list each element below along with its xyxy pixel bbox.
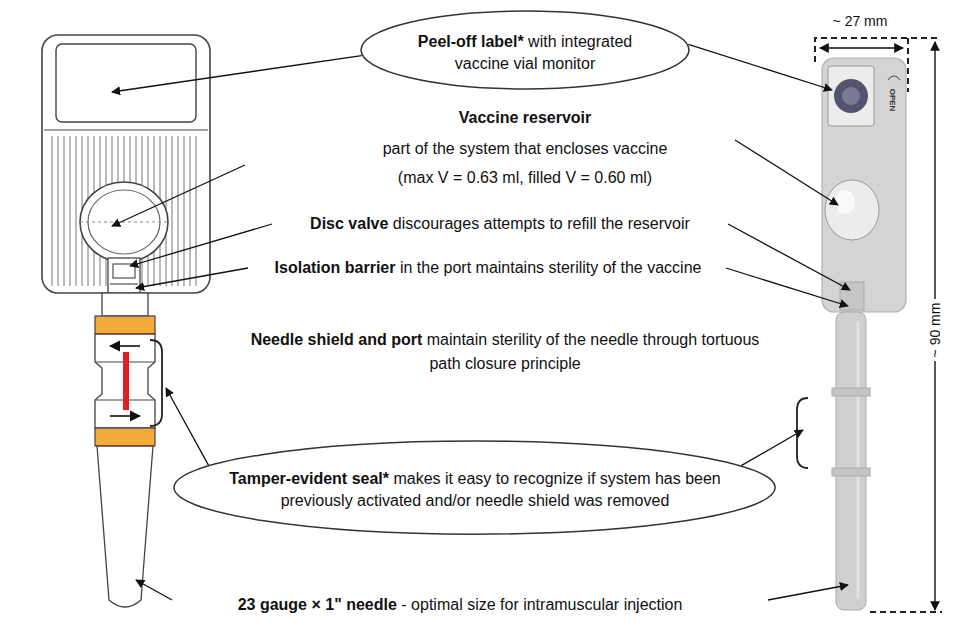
callout-text: part of the system that encloses vaccine (383, 140, 668, 157)
photo-reservoir (825, 180, 879, 240)
open-arrow (888, 76, 900, 80)
dimension-label: ~ 90 mm (927, 299, 943, 362)
neck (102, 293, 148, 316)
vial-monitor (834, 79, 868, 113)
callout-group: Disc valve discourages attempts to refill… (240, 212, 760, 236)
body-ribs (52, 136, 196, 286)
direction-arrow (110, 345, 140, 347)
leader-line (741, 430, 803, 466)
ellipse-border (361, 11, 689, 89)
leader-line (112, 165, 245, 226)
label-holder: OPEN (885, 40, 905, 160)
photo-collar (832, 468, 870, 476)
device-body (42, 35, 210, 293)
dimension-lines (815, 38, 942, 612)
leader-line (768, 585, 848, 600)
leader-line (136, 268, 248, 288)
label-holder: ~ 27 mm (800, 11, 920, 31)
callout-ellipse: Tamper-evident seal*makes it easy to rec… (173, 440, 776, 535)
device-drawing (42, 35, 210, 607)
photo-label-text: OPEN (888, 89, 897, 112)
dimension-dashes (907, 38, 909, 92)
stem-shine (857, 322, 860, 598)
dimension-arrow (820, 47, 903, 48)
body-divider (44, 129, 208, 130)
callout-group: Needle shield and portmaintain sterility… (245, 328, 765, 376)
photo-label (828, 66, 874, 126)
leader-line (166, 388, 209, 466)
leader-line (735, 140, 838, 205)
callout-heading: Disc valve (310, 215, 388, 232)
callout-text: (max V = 0.63 ml, filled V = 0.60 ml) (398, 169, 652, 186)
callout-ellipse: Peel-off label*with integrated vaccine v… (360, 10, 690, 90)
seal-band (95, 316, 155, 334)
leader-lines (112, 44, 850, 600)
callout-text: - optimal size for intramuscular injecti… (401, 596, 682, 613)
leader-line (726, 268, 848, 306)
reservoir-seam (80, 222, 168, 223)
ellipse-text: Peel-off label*with integrated vaccine v… (394, 31, 656, 75)
photo-stem (836, 312, 866, 610)
photo-collar (832, 388, 870, 396)
label-holder: ~ 90 mm (925, 270, 945, 390)
callout-text: in the port maintains sterility of the v… (400, 259, 701, 276)
leader-line (112, 56, 362, 92)
dimension-dashes (815, 38, 940, 62)
dimension-label: ~ 27 mm (833, 13, 888, 29)
photo-body (822, 58, 906, 312)
bracket (150, 340, 162, 426)
port (108, 258, 140, 293)
leader-line (688, 44, 832, 90)
ellipse-outline (360, 10, 690, 90)
callout-heading: Isolation barrier (275, 259, 396, 276)
callout-heading: Needle shield and port (251, 331, 423, 348)
callout-heading: 23 gauge × 1" needle (238, 596, 397, 613)
isolation-barrier (110, 283, 138, 284)
leader-line (728, 224, 850, 290)
needle-shield-port (95, 334, 155, 428)
callout-group: Vaccine reservoir (325, 106, 725, 130)
leader-line (130, 224, 272, 266)
ellipse-border (174, 441, 775, 534)
callout-group: Isolation barrierin the port maintains s… (263, 256, 713, 280)
seal-band (95, 428, 155, 446)
needle-shield (97, 446, 153, 607)
direction-arrow (110, 415, 140, 417)
callout-heading: Vaccine reservoir (459, 109, 592, 126)
reservoir-outline (80, 182, 168, 262)
callout-group: 23 gauge × 1" needle- optimal size for i… (140, 593, 780, 617)
callout-text: maintain sterility of the needle through… (427, 331, 760, 372)
dimension-dashes (870, 611, 942, 613)
callout-group: part of the system that encloses vaccine (305, 137, 745, 161)
callout-group: (max V = 0.63 ml, filled V = 0.60 ml) (305, 166, 745, 190)
device-photo (797, 58, 906, 610)
leader-line (136, 580, 172, 600)
callout-heading: Peel-off label* (418, 33, 524, 50)
vial-monitor-core (842, 87, 860, 105)
ellipse-outline (173, 440, 776, 535)
callout-text: discourages attempts to refill the reser… (393, 215, 690, 232)
ellipse-text: Tamper-evident seal*makes it easy to rec… (225, 468, 725, 512)
callout-heading: Tamper-evident seal* (229, 470, 389, 487)
reservoir-highlight (835, 190, 855, 214)
seal-stripe (123, 352, 129, 410)
